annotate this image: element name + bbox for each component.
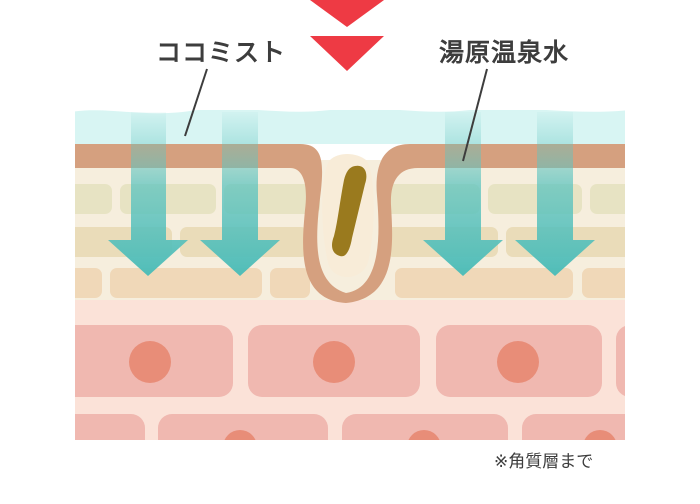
spring-label: 湯原温泉水 xyxy=(439,38,569,67)
nucleus xyxy=(313,341,355,383)
down-triangle-icon xyxy=(310,0,384,71)
footnote: ※角質層まで xyxy=(494,452,593,472)
cell-row-upper xyxy=(55,325,656,397)
nucleus xyxy=(497,341,539,383)
nucleus xyxy=(129,341,171,383)
mist-label: ココミスト xyxy=(156,38,286,67)
